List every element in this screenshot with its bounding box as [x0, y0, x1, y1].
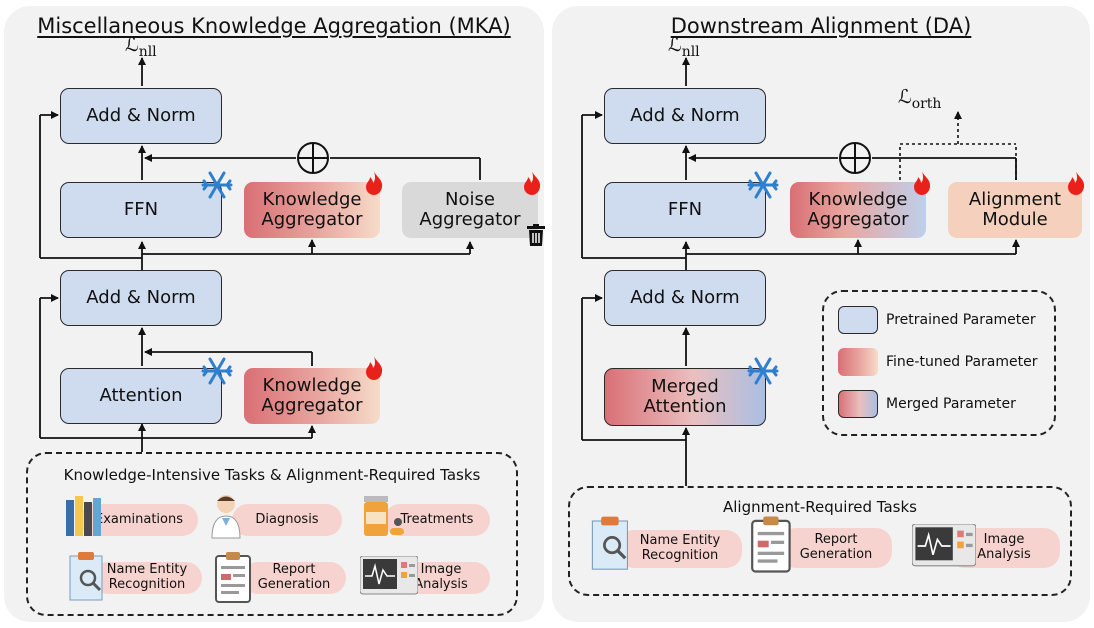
flame-icon: [524, 171, 541, 195]
mka-title: Miscellaneous Knowledge Aggregation (MKA…: [37, 14, 511, 38]
legend-label-merged: Merged Parameter: [886, 396, 1016, 412]
task-treatments: Treatments: [384, 504, 490, 536]
mka-knowledge-aggregator-top: Knowledge Aggregator: [244, 182, 380, 238]
report-clipboard-icon: [751, 516, 791, 573]
clipboard-search-icon: [591, 516, 628, 570]
legend: [822, 290, 1056, 436]
da-knowledge-aggregator: Knowledge Aggregator: [790, 182, 926, 238]
da-task-report: Report Generation: [780, 528, 892, 568]
clipboard-search-icon: [69, 552, 103, 601]
mka-noise-aggregator: Noise Aggregator: [402, 182, 538, 238]
da-add-norm-top: Add & Norm: [604, 88, 766, 144]
books-icon: [66, 496, 101, 536]
da-add-norm-bottom: Add & Norm: [604, 270, 766, 326]
da-ffn: FFN: [604, 182, 766, 238]
mka-add-norm-bottom: Add & Norm: [60, 270, 222, 326]
flame-icon: [366, 356, 383, 380]
legend-swatch-finetuned: [838, 348, 878, 376]
image-monitor-icon: [912, 524, 976, 567]
da-tasks-title: Alignment-Required Tasks: [723, 498, 917, 516]
doctor-icon: [211, 495, 241, 539]
da-alignment-module: Alignment Module: [948, 182, 1082, 238]
da-task-ner: Name Entity Recognition: [618, 530, 742, 568]
report-clipboard-icon: [215, 552, 251, 603]
flame-icon: [1068, 171, 1085, 195]
da-merged-attention: Merged Attention: [604, 368, 766, 426]
snowflake-icon: [747, 357, 779, 385]
da-tasks-group: Alignment-Required Tasks: [568, 486, 1072, 596]
da-title: Downstream Alignment (DA): [670, 14, 972, 38]
snowflake-icon: [201, 357, 233, 385]
image-monitor-icon: [360, 556, 418, 595]
mka-add-norm-top: Add & Norm: [60, 88, 222, 144]
mka-attention: Attention: [60, 368, 222, 424]
flame-icon: [914, 171, 931, 195]
mka-ffn: FFN: [60, 182, 222, 238]
legend-swatch-pretrained: [838, 306, 878, 334]
da-task-image: Image Analysis: [948, 528, 1060, 568]
mka-tasks-group: Knowledge-Intensive Tasks & Alignment-Re…: [26, 452, 518, 616]
snowflake-icon: [747, 171, 779, 199]
flame-icon: [366, 171, 383, 195]
legend-label-finetuned: Fine-tuned Parameter: [886, 354, 1038, 370]
task-ner: Name Entity Recognition: [92, 562, 202, 594]
plus-circle-icon: [297, 142, 871, 174]
da-loss-nll: ℒnll: [668, 34, 700, 60]
mka-tasks-title: Knowledge-Intensive Tasks & Alignment-Re…: [63, 466, 481, 484]
task-diagnosis: Diagnosis: [232, 504, 342, 536]
trash-icon: [527, 224, 545, 246]
mka-knowledge-aggregator-bottom: Knowledge Aggregator: [244, 368, 380, 424]
legend-swatch-merged: [838, 390, 878, 418]
mka-loss-nll: ℒnll: [125, 34, 157, 60]
task-report: Report Generation: [242, 562, 346, 594]
pill-bottle-icon: [364, 496, 404, 536]
legend-label-pretrained: Pretrained Parameter: [886, 312, 1036, 328]
snowflake-icon: [201, 171, 233, 199]
da-loss-orth: ℒorth: [898, 86, 942, 112]
